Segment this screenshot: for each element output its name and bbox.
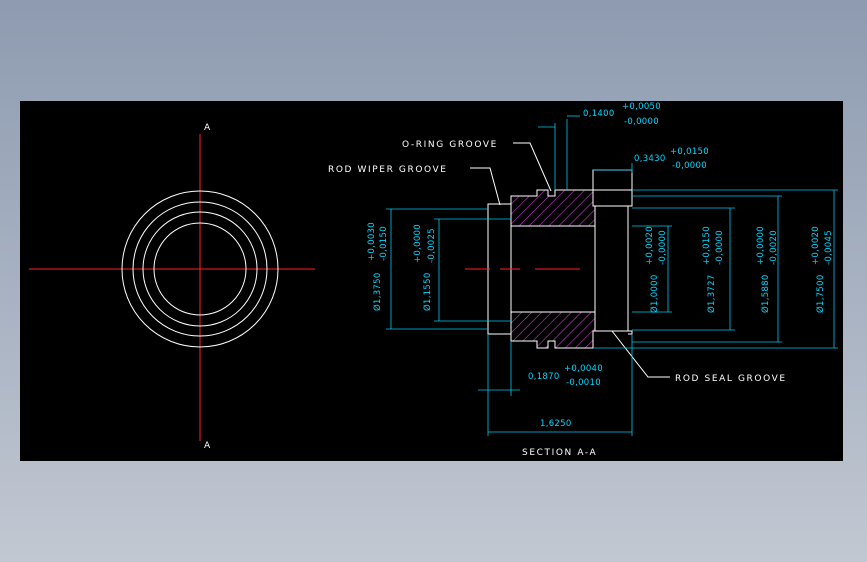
- svg-text:+0,0050: +0,0050: [622, 102, 661, 112]
- svg-text:-0,0000: -0,0000: [715, 230, 725, 265]
- svg-text:Ø1,3750: Ø1,3750: [372, 272, 383, 311]
- dim-0-1400: 0,1400 +0,0050 -0,0000: [538, 102, 661, 190]
- svg-text:+0,0150: +0,0150: [702, 226, 712, 265]
- svg-text:+0,0020: +0,0020: [645, 226, 655, 265]
- dim-dia-13727: Ø1,3727 +0,0150 -0,0000: [632, 207, 735, 331]
- svg-text:+0,0150: +0,0150: [670, 147, 709, 157]
- svg-text:-0,0000: -0,0000: [672, 161, 707, 171]
- section-label-top: A: [204, 123, 212, 133]
- front-view: A A: [29, 123, 315, 451]
- rod-wiper-groove-label: ROD WIPER GROOVE: [328, 165, 448, 175]
- svg-text:-0,0020: -0,0020: [769, 230, 779, 265]
- o-ring-groove-label: O-RING GROOVE: [402, 140, 498, 150]
- rod-seal-groove: [594, 205, 629, 332]
- dim-dia-1588: Ø1,5880 +0,0000 -0,0020: [632, 195, 782, 343]
- dim-dia-1155: Ø1,1550 +0,0000 -0,0025: [413, 218, 511, 322]
- section-view: O-RING GROOVE ROD WIPER GROOVE ROD SEAL …: [328, 102, 838, 458]
- svg-text:-0,0150: -0,0150: [379, 226, 389, 261]
- dim-dia-1000: Ø1,0000 +0,0020 -0,0000: [632, 225, 672, 313]
- svg-text:-0,0045: -0,0045: [824, 230, 834, 265]
- svg-text:-0,0000: -0,0000: [624, 117, 659, 127]
- svg-text:+0,0030: +0,0030: [367, 222, 377, 261]
- svg-text:Ø1,3727: Ø1,3727: [706, 274, 717, 313]
- dim-0-3430: 0,3430 +0,0150 -0,0000: [593, 147, 709, 173]
- svg-text:Ø1,5880: Ø1,5880: [760, 274, 771, 313]
- svg-text:+0,0000: +0,0000: [413, 224, 423, 263]
- drawing-sheet: A A O-RING GROOVE ROD WIPER GROOVE ROD S…: [20, 101, 843, 461]
- rod-seal-groove-label: ROD SEAL GROOVE: [675, 374, 787, 384]
- section-label-bottom: A: [204, 441, 212, 451]
- dim-0-1400-value: 0,1400: [583, 109, 615, 119]
- dim-dia-1750: Ø1,7500 +0,0020 -0,0045: [593, 189, 838, 349]
- dim-dia-1375: Ø1,3750 +0,0030 -0,0150: [367, 208, 488, 330]
- svg-text:Ø1,7500: Ø1,7500: [815, 274, 826, 313]
- section-hatch-top: [511, 190, 595, 226]
- svg-text:+0,0020: +0,0020: [811, 226, 821, 265]
- svg-text:-0,0000: -0,0000: [658, 230, 668, 265]
- cad-drawing: A A O-RING GROOVE ROD WIPER GROOVE ROD S…: [29, 102, 838, 458]
- rod-wiper-groove-leader: [470, 167, 501, 206]
- flange-circle: [132, 201, 268, 337]
- dim-0-3430-value: 0,3430: [634, 154, 666, 164]
- groove-circle: [142, 211, 258, 327]
- dim-0-1870: 0,1870 +0,0040 -0,0010: [478, 334, 603, 396]
- dim-overall-length: 1,6250: [487, 334, 633, 436]
- svg-text:Ø1,1550: Ø1,1550: [422, 272, 433, 311]
- svg-text:Ø1,0000: Ø1,0000: [649, 274, 660, 313]
- svg-text:+0,0040: +0,0040: [564, 364, 603, 374]
- o-ring-step: [592, 189, 633, 207]
- svg-text:-0,0010: -0,0010: [566, 378, 601, 388]
- overall-length-value: 1,6250: [540, 419, 572, 429]
- outer-diameter-circle: [121, 190, 279, 348]
- section-hatch-bottom: [511, 312, 595, 348]
- section-title: SECTION A-A: [522, 448, 597, 458]
- svg-text:+0,0000: +0,0000: [756, 226, 766, 265]
- bore-circle: [153, 222, 247, 316]
- o-ring-groove-leader: [513, 142, 552, 192]
- svg-text:-0,0025: -0,0025: [427, 228, 437, 263]
- rod-seal-groove-leader: [611, 330, 670, 378]
- dim-0-1870-value: 0,1870: [528, 372, 560, 382]
